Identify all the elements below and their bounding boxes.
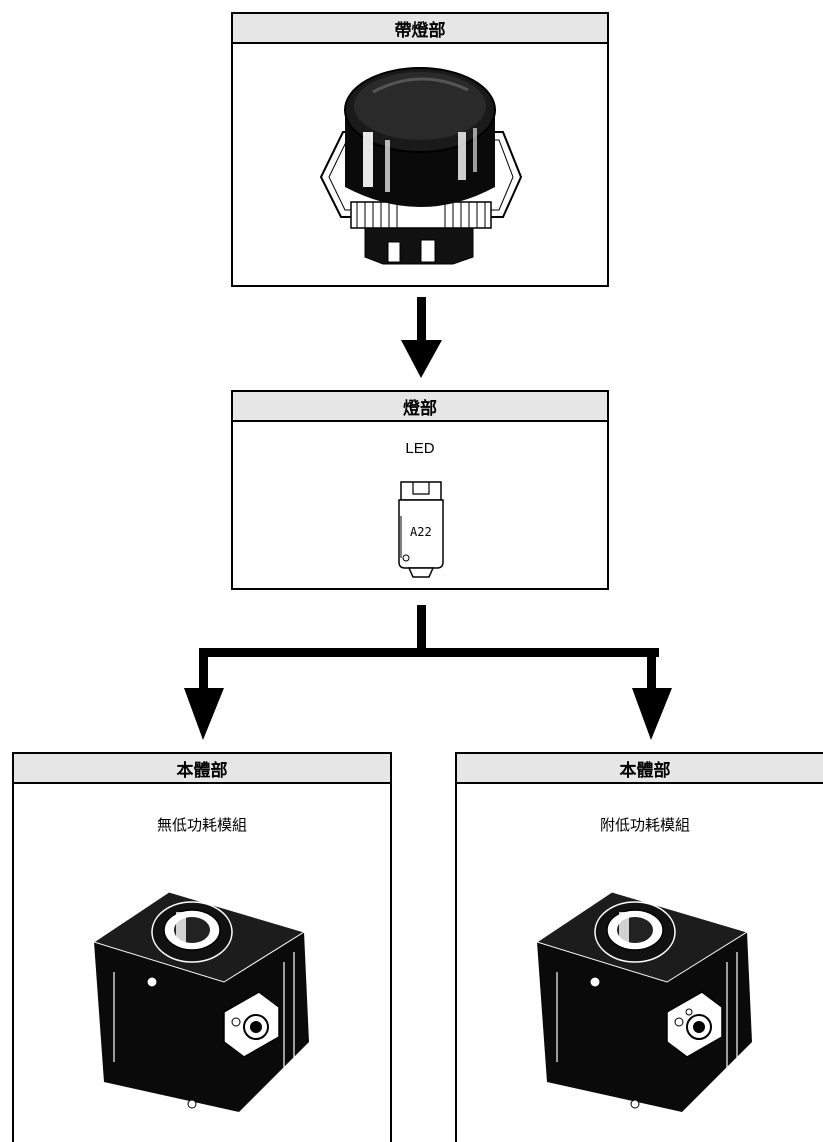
body-unit-subtitle-left: 無低功耗模組 xyxy=(156,816,247,834)
body-unit-title-left: 本體部 xyxy=(14,754,390,784)
body-unit-title-right: 本體部 xyxy=(457,754,823,784)
branch-left-drop xyxy=(199,648,208,690)
branch-right-drop xyxy=(647,648,656,690)
lamp-subtitle: LED xyxy=(405,440,435,457)
lamp-title: 燈部 xyxy=(233,392,607,422)
pushbutton-head-image xyxy=(319,67,523,265)
body-unit-box-right: 本體部 附低功耗模組 xyxy=(455,752,823,1142)
branch-horizontal xyxy=(199,648,659,657)
pushbutton-head-title: 帶燈部 xyxy=(233,14,607,44)
led-lamp-image: A22 xyxy=(398,481,444,578)
body-unit-image xyxy=(92,891,309,1112)
body-unit-box-left: 本體部 無低功耗模組 xyxy=(12,752,392,1142)
lamp-box: 燈部 LED A22 xyxy=(231,390,609,590)
pushbutton-head-box: 帶燈部 xyxy=(231,12,609,287)
arrow-head-right xyxy=(632,688,672,740)
arrow-head-top xyxy=(401,340,442,378)
bulb-label: A22 xyxy=(410,525,432,539)
body-unit-image xyxy=(535,891,752,1112)
arrow-head-left xyxy=(184,688,224,740)
arrow-shaft-top xyxy=(417,297,426,342)
body-unit-subtitle-right: 附低功耗模組 xyxy=(599,816,690,834)
branch-stem xyxy=(417,605,426,655)
